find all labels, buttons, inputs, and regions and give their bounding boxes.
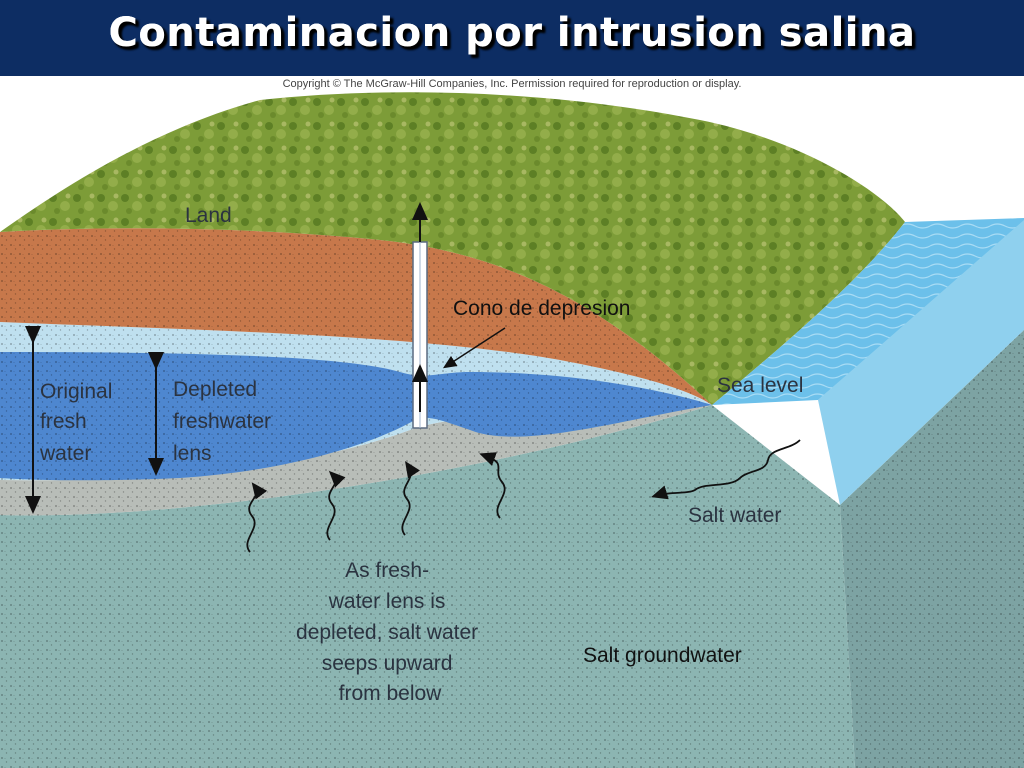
- sea-side-face: [818, 218, 1024, 505]
- seep-arrow-3: [401, 461, 420, 536]
- original-fresh-water-label: Original fresh water: [39, 380, 118, 465]
- sea-level-label: Sea level: [717, 374, 803, 397]
- seep-arrow-1: [246, 482, 268, 553]
- slide-title: Contaminacion por intrusion salina: [108, 10, 916, 56]
- salt-groundwater-label: Salt groundwater: [583, 644, 742, 667]
- copyright-notice: Copyright © The McGraw-Hill Companies, I…: [282, 78, 742, 90]
- depleted-lens-label: Depleted freshwater lens: [173, 378, 277, 465]
- cone-pointer-arrow: [442, 327, 506, 369]
- seep-arrow-4: [479, 452, 506, 519]
- salt-water-arrow: [651, 439, 801, 500]
- salt-water-label: Salt water: [688, 504, 781, 527]
- cone-label: Cono de depresion: [453, 297, 630, 320]
- land-surface: [0, 92, 905, 405]
- sea-surface: [712, 218, 1024, 405]
- seep-arrow-2: [326, 470, 346, 541]
- explanation-label: As fresh- water lens is depleted, salt w…: [296, 559, 484, 705]
- slide-title-text: Contaminacion por intrusion salina: [108, 10, 916, 56]
- land-label: Land: [185, 204, 232, 227]
- title-bar: [0, 0, 1024, 78]
